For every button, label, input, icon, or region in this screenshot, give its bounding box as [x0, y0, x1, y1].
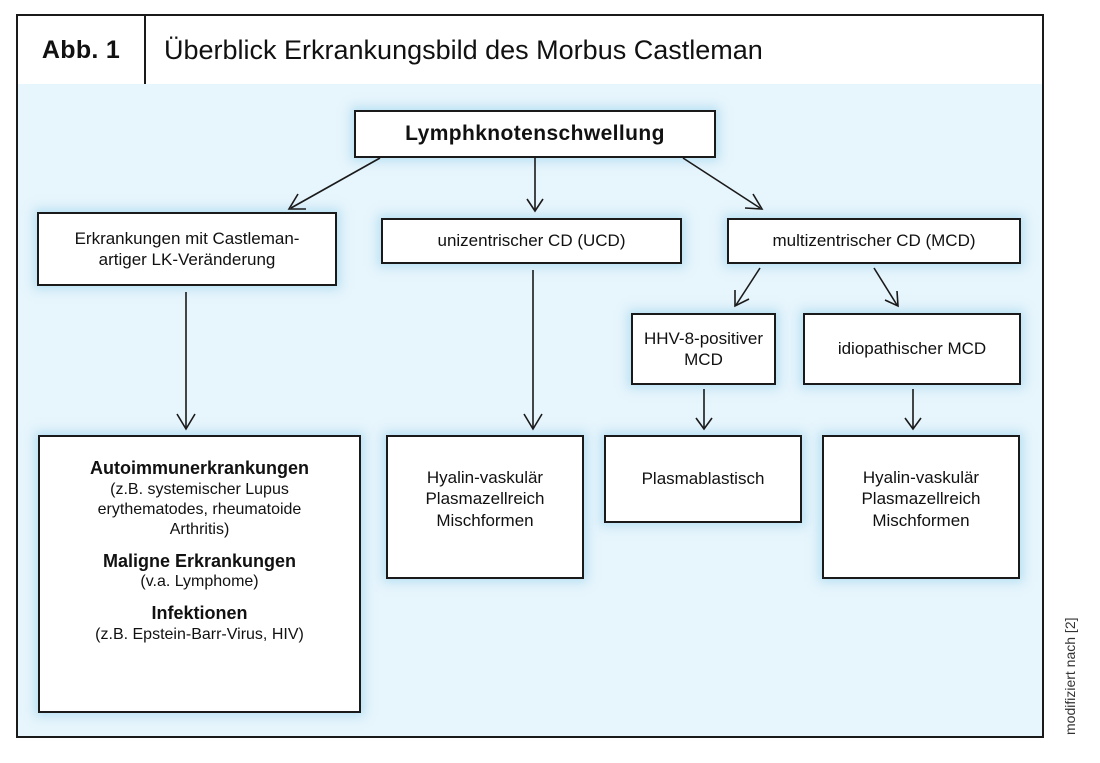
node-castleman-like-label: Erkrankungen mit Castleman- artiger LK-V…: [74, 228, 300, 269]
disease-group-head: Autoimmunerkrankungen: [89, 458, 310, 478]
node-mcd: multizentrischer CD (MCD): [727, 218, 1021, 264]
disease-group-sub: (v.a. Lymphome): [140, 573, 259, 590]
node-lymphknotenschwellung: Lymphknotenschwellung: [354, 110, 716, 158]
figure-label: Abb. 1: [18, 16, 146, 84]
node-idiopathic-mcd-label: idiopathischer MCD: [837, 339, 987, 359]
node-ucd-histology: Hyalin-vaskulär Plasmazellreich Mischfor…: [386, 435, 584, 579]
node-hhv8-mcd-label: HHV-8-positiver MCD: [643, 328, 764, 369]
source-note: modifiziert nach [2]: [1062, 617, 1078, 736]
disease-group-head: Maligne Erkrankungen: [102, 550, 297, 571]
disease-group-sub: (z.B. systemischer Lupus erythematodes, …: [97, 480, 302, 538]
node-ucd-label: unizentrischer CD (UCD): [437, 231, 626, 251]
node-plasmablastic-label: Plasmablastisch: [641, 469, 765, 489]
disease-group-sub: (z.B. Epstein-Barr-Virus, HIV): [95, 625, 304, 643]
figure-title: Überblick Erkrankungsbild des Morbus Cas…: [164, 34, 763, 65]
node-plasmablastic: Plasmablastisch: [604, 435, 802, 523]
node-idiopathic-histology-label: Hyalin-vaskulär Plasmazellreich Mischfor…: [861, 468, 981, 530]
disease-group-autoimmune: Autoimmunerkrankungen (z.B. systemischer…: [90, 453, 309, 546]
node-idiopathic-mcd: idiopathischer MCD: [803, 313, 1021, 385]
node-hhv8-mcd: HHV-8-positiver MCD: [631, 313, 776, 385]
node-associated-diseases: Autoimmunerkrankungen (z.B. systemischer…: [38, 435, 361, 713]
disease-group-malignant: Maligne Erkrankungen (v.a. Lymphome): [103, 546, 296, 599]
node-mcd-label: multizentrischer CD (MCD): [772, 231, 976, 251]
node-ucd: unizentrischer CD (UCD): [381, 218, 682, 264]
node-lymphknotenschwellung-label: Lymphknotenschwellung: [405, 121, 665, 145]
node-castleman-like: Erkrankungen mit Castleman- artiger LK-V…: [37, 212, 337, 286]
node-ucd-histology-label: Hyalin-vaskulär Plasmazellreich Mischfor…: [425, 468, 545, 530]
disease-group-head: Infektionen: [151, 603, 248, 623]
figure-header: Abb. 1 Überblick Erkrankungsbild des Mor…: [18, 16, 1042, 86]
disease-group-infections: Infektionen (z.B. Epstein-Barr-Virus, HI…: [95, 598, 304, 651]
node-idiopathic-histology: Hyalin-vaskulär Plasmazellreich Mischfor…: [822, 435, 1020, 579]
